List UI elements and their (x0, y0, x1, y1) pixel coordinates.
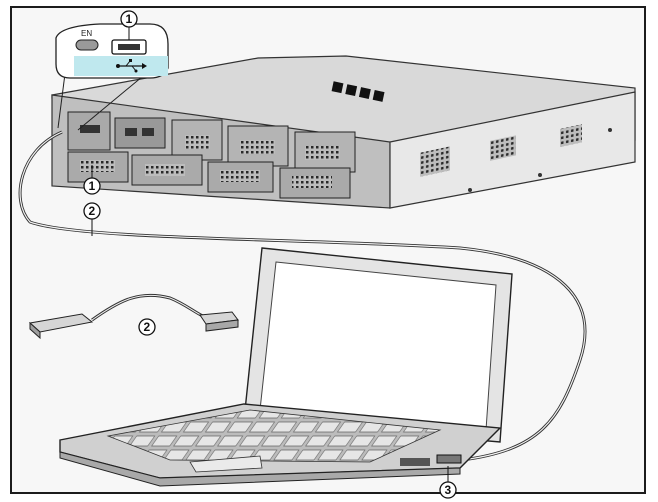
port-block (145, 164, 185, 176)
module-slot (67, 111, 111, 151)
callout-1-inset: 1 (126, 12, 133, 26)
port-block (80, 125, 100, 133)
port-block (305, 146, 340, 160)
port-block (142, 128, 154, 136)
laptop-port (400, 458, 430, 466)
callout-2-cable-group: 2 (83, 202, 101, 236)
screw (468, 188, 472, 192)
en-label: EN (81, 29, 92, 38)
usb-port-inset: EN 1 (55, 10, 169, 131)
laptop (59, 247, 513, 487)
callout-2-cable: 2 (89, 204, 96, 218)
callout-2-usb: 2 (144, 320, 151, 334)
side-vent (420, 146, 450, 177)
callout-3-badge (439, 481, 457, 499)
laptop-usb-port (436, 454, 462, 464)
laptop-touchpad (189, 455, 263, 473)
usb-cable-standalone: 2 (28, 293, 239, 340)
usb-cable-wire-highlight (91, 294, 216, 321)
port-block (292, 176, 332, 188)
callout-3-laptop: 3 (445, 483, 452, 497)
screw (538, 173, 542, 177)
callout-1-port-group: 1 (83, 165, 101, 195)
port-block (80, 160, 115, 172)
usb-icon (116, 59, 147, 73)
cable-highlight (19, 131, 586, 461)
side-vent (560, 124, 582, 147)
callout-3-group: 3 (439, 466, 457, 499)
laptop-keyboard (106, 409, 442, 463)
en-button-icon (75, 39, 99, 51)
callout-1-port: 1 (89, 179, 96, 193)
port-block (185, 135, 210, 149)
port-block (125, 128, 137, 136)
laptop-front-edge (59, 451, 461, 487)
port-block (220, 170, 260, 182)
callout-2-usb-badge (138, 318, 156, 336)
laptop-screen (259, 261, 497, 431)
usb-type-a-plug-icon (28, 313, 94, 333)
port-block (240, 140, 275, 154)
mini-usb-port-socket (118, 44, 140, 50)
usb-type-a-plug-side (29, 321, 41, 340)
router-chassis (51, 55, 636, 209)
usb-mini-plug-side (205, 319, 239, 332)
router-logo (331, 81, 385, 102)
screw (608, 128, 612, 132)
side-vent (490, 135, 516, 161)
module-slot (114, 117, 166, 149)
